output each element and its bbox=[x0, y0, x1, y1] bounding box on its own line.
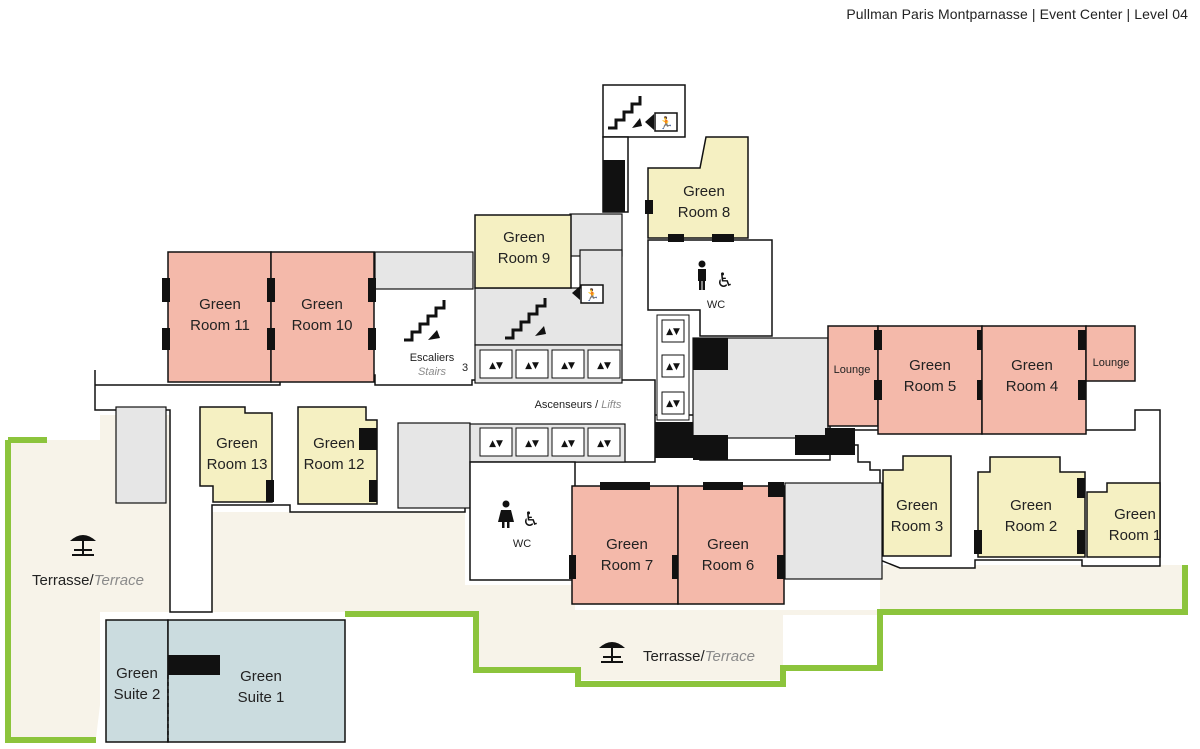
room-4-line2: Room 4 bbox=[1006, 378, 1059, 395]
svg-text:♿: ♿ bbox=[522, 507, 540, 531]
suite-1[interactable] bbox=[167, 619, 346, 743]
room-3[interactable] bbox=[882, 455, 952, 557]
suite-1-line2: Suite 1 bbox=[238, 689, 285, 706]
lift-bank-upper bbox=[479, 349, 621, 379]
room-7-line2: Room 7 bbox=[601, 557, 654, 574]
toilet-woman-icon bbox=[498, 500, 514, 528]
suite-2-line1: Green bbox=[116, 665, 158, 682]
stairs-label-fr: Escaliers bbox=[410, 352, 455, 364]
lift-bank-lower bbox=[479, 427, 621, 457]
lifts-label: Ascenseurs / Lifts bbox=[535, 399, 622, 411]
lounge-left-label: Lounge bbox=[834, 364, 871, 376]
terrace-left-label: Terrasse/Terrace bbox=[32, 572, 144, 589]
svg-text:▲▼: ▲▼ bbox=[666, 362, 680, 372]
emergency-exit-icon: 🏃 🏃 bbox=[572, 112, 678, 304]
toilet-man-icon bbox=[698, 260, 706, 290]
room-3-line1: Green bbox=[896, 497, 938, 514]
lift-bank-side bbox=[656, 314, 690, 421]
svg-text:▲▼: ▲▼ bbox=[525, 439, 539, 449]
stairs-number: 3 bbox=[462, 362, 468, 374]
room-3-line2: Room 3 bbox=[891, 518, 944, 535]
room-1[interactable] bbox=[1086, 482, 1161, 558]
lounge-left-area[interactable] bbox=[827, 325, 879, 427]
room-11-line1: Green bbox=[199, 296, 241, 313]
room-6-line2: Room 6 bbox=[702, 557, 755, 574]
svg-text:▲▼: ▲▼ bbox=[666, 399, 680, 409]
room-1-line1: Green bbox=[1114, 506, 1156, 523]
room-5-line2: Room 5 bbox=[904, 378, 957, 395]
room-8-line1: Green bbox=[683, 183, 725, 200]
page-title: Pullman Paris Montparnasse | Event Cente… bbox=[846, 6, 1188, 22]
svg-text:♿: ♿ bbox=[716, 268, 734, 292]
room-1-line2: Room 1 bbox=[1109, 527, 1162, 544]
room-7[interactable] bbox=[569, 482, 680, 605]
svg-text:▲▼: ▲▼ bbox=[597, 361, 611, 371]
svg-text:▲▼: ▲▼ bbox=[525, 361, 539, 371]
wc-top-area bbox=[647, 239, 773, 337]
room-4-line1: Green bbox=[1011, 357, 1053, 374]
stairs-arrow-icon bbox=[428, 118, 642, 340]
stairs-label-en: Stairs bbox=[418, 366, 447, 378]
lounge-right-label: Lounge bbox=[1093, 357, 1130, 369]
room-12-line1: Green bbox=[313, 435, 355, 452]
room-11-line2: Room 11 bbox=[190, 317, 250, 334]
room-10[interactable] bbox=[267, 251, 376, 383]
room-8-line2: Room 8 bbox=[678, 204, 731, 221]
room-8[interactable] bbox=[645, 136, 749, 242]
svg-text:▲▼: ▲▼ bbox=[597, 439, 611, 449]
room-7-line1: Green bbox=[606, 536, 648, 553]
room-2[interactable] bbox=[974, 456, 1086, 558]
svg-text:🏃: 🏃 bbox=[659, 116, 674, 130]
svg-text:▲▼: ▲▼ bbox=[561, 439, 575, 449]
room-10-line1: Green bbox=[301, 296, 343, 313]
wall-blocks bbox=[655, 338, 855, 460]
room-12-line2: Room 12 bbox=[304, 456, 365, 473]
svg-text:🏃: 🏃 bbox=[585, 288, 600, 302]
room-12[interactable] bbox=[297, 406, 378, 505]
room-5-line1: Green bbox=[909, 357, 951, 374]
svg-text:▲▼: ▲▼ bbox=[489, 439, 503, 449]
room-2-line2: Room 2 bbox=[1005, 518, 1058, 535]
room-5[interactable] bbox=[874, 325, 985, 435]
room-6-line1: Green bbox=[707, 536, 749, 553]
room-10-line2: Room 10 bbox=[292, 317, 353, 334]
wc-top-label: WC bbox=[707, 299, 725, 311]
wc-bottom-label: WC bbox=[513, 538, 531, 550]
room-4[interactable] bbox=[981, 325, 1087, 435]
svg-text:▲▼: ▲▼ bbox=[666, 327, 680, 337]
stairs-icon bbox=[404, 96, 642, 342]
wheelchair-icon: ♿ ♿ bbox=[522, 268, 734, 531]
terrace-bottom bbox=[212, 512, 1188, 687]
suite-1-line1: Green bbox=[240, 668, 282, 685]
room-13-line2: Room 13 bbox=[207, 456, 268, 473]
elevator-icon: ▲▼ ▲▼ ▲▼ ▲▼ ▲▼ ▲▼ ▲▼ ▲▼ ▲▼ ▲▼ ▲▼ bbox=[489, 327, 680, 449]
room-2-line1: Green bbox=[1010, 497, 1052, 514]
parasol-icon bbox=[70, 535, 625, 663]
terrace-bottom-label: Terrasse/Terrace bbox=[643, 648, 755, 665]
room-9-line1: Green bbox=[503, 229, 545, 246]
svg-text:▲▼: ▲▼ bbox=[489, 361, 503, 371]
room-9[interactable] bbox=[474, 214, 572, 289]
svg-text:▲▼: ▲▼ bbox=[561, 361, 575, 371]
room-6[interactable] bbox=[677, 482, 785, 605]
stairs-top-block bbox=[602, 84, 686, 213]
room-13[interactable] bbox=[199, 406, 274, 503]
room-9-line2: Room 9 bbox=[498, 250, 551, 267]
lounge-right-area[interactable] bbox=[1085, 325, 1136, 382]
suite-2-line2: Suite 2 bbox=[114, 686, 161, 703]
room-13-line1: Green bbox=[216, 435, 258, 452]
